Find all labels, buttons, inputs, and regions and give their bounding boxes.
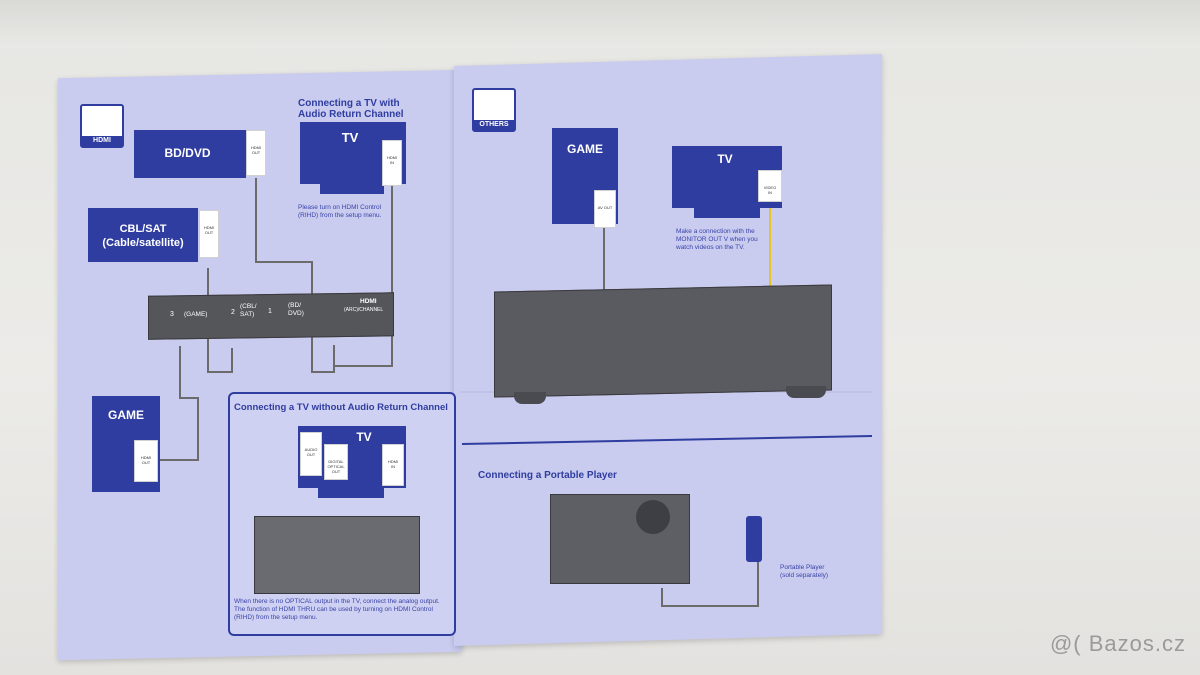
tv-no-arc-label: TV <box>356 430 372 444</box>
no-arc-heading: Connecting a TV without Audio Return Cha… <box>234 402 448 413</box>
bd-dvd-hdmi-out-port: HDMI OUT <box>246 130 266 176</box>
game-label-left: GAME <box>108 408 144 422</box>
panel-arc: (ARC)/CHANNEL <box>344 307 384 313</box>
arc-note: Please turn on HDMI Control (RIHD) from … <box>298 204 382 219</box>
no-arc-note: When there is no OPTICAL output in the T… <box>234 598 440 621</box>
cbl-sat-device <box>88 208 198 262</box>
hdmi-category-icon: HDMI <box>80 104 124 148</box>
receiver-rear-small <box>254 516 420 594</box>
portable-player-device <box>746 516 762 562</box>
panel-input-3: 3 <box>170 311 174 318</box>
receiver-rear-panel <box>494 284 832 398</box>
arc-heading: Connecting a TV with Audio Return Channe… <box>298 98 404 120</box>
cbl-sat-label: CBL/SAT (Cable/satellite) <box>102 223 184 249</box>
tv-optical-out-port: DIGITAL OPTICAL OUT <box>324 444 348 480</box>
tv-video-in-port: VIDEO IN <box>758 170 782 202</box>
panel-bd-dvd: (BD/ DVD) <box>288 302 304 317</box>
others-category-icon: OTHERS <box>472 88 516 132</box>
bd-dvd-label: BD/DVD <box>164 146 211 160</box>
tv-audio-out-port: AUDIO OUT <box>300 432 322 476</box>
game-label-right: GAME <box>567 142 603 156</box>
tv-monitor-right-stand <box>694 208 760 218</box>
tv-no-arc-hdmi-in-port: HDMI IN <box>382 444 404 486</box>
portable-heading: Connecting a Portable Player <box>478 470 617 481</box>
bd-dvd-device <box>134 130 246 178</box>
bazos-watermark: @( Bazos.cz <box>1049 631 1186 656</box>
background-wall <box>0 0 1200 48</box>
panel-game: (GAME) <box>184 311 208 318</box>
receiver-front-panel <box>550 494 690 584</box>
tv-no-arc-stand <box>318 488 384 498</box>
game-av-out-port: AV OUT <box>594 190 616 228</box>
tv-arc-stand <box>320 184 384 194</box>
panel-input-1: 1 <box>268 308 272 315</box>
monitor-note: Make a connection with the MONITOR OUT V… <box>676 228 758 251</box>
panel-cbl-sat: (CBL/ SAT) <box>240 303 257 318</box>
game-hdmi-out-port: HDMI OUT <box>134 440 158 482</box>
panel-hdmi: HDMI <box>360 298 377 305</box>
receiver-foot-left <box>514 392 546 404</box>
panel-input-2: 2 <box>231 309 235 316</box>
tv-arc-label: TV <box>341 130 359 145</box>
receiver-foot-right <box>786 386 826 398</box>
tv-arc-hdmi-in-port: HDMI IN <box>382 140 402 186</box>
volume-knob <box>636 500 670 534</box>
portable-player-label: Portable Player (sold separately) <box>780 564 829 579</box>
tv-monitor-right-label: TV <box>717 152 733 166</box>
cbl-sat-hdmi-out-port: HDMI OUT <box>199 210 219 258</box>
